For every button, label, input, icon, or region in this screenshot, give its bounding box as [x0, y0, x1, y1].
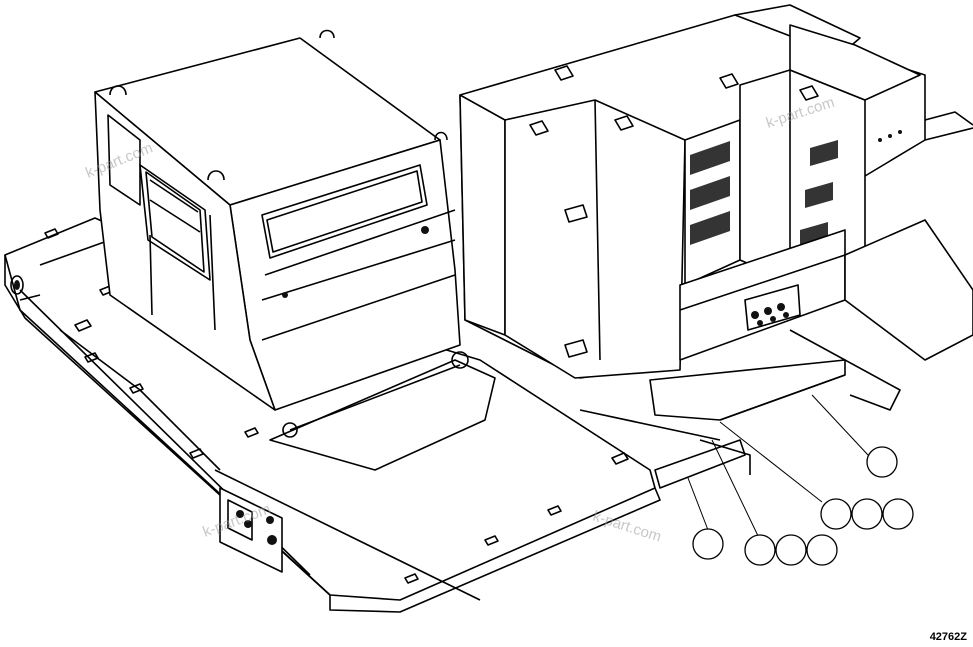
callout-balloon — [744, 534, 776, 566]
figure-number: 42762Z — [929, 631, 967, 643]
operator-cab — [94, 29, 496, 471]
callout-balloon — [820, 498, 852, 530]
connector-end-plate — [219, 487, 283, 573]
callout-balloon — [851, 498, 883, 530]
rear-deck — [844, 111, 973, 361]
louvre-vents — [690, 141, 730, 245]
floor-plates — [579, 329, 901, 489]
callout-balloon — [882, 498, 914, 530]
engine-enclosure — [459, 4, 926, 379]
callout-balloon — [866, 446, 898, 478]
callout-balloon — [806, 534, 838, 566]
callout-leaders — [687, 394, 869, 541]
callout-balloon — [692, 528, 724, 560]
callout-balloon — [775, 534, 807, 566]
callout-balloons — [692, 446, 914, 566]
